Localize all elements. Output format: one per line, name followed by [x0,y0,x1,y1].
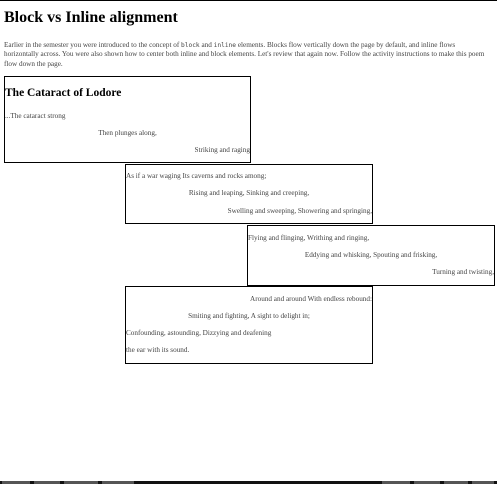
poem-line: Around and around With endless rebound: [250,295,372,303]
poem-stanza-4: Around and around With endless rebound: … [125,286,373,364]
poem-stanza-1: The Cataract of Lodore ...The cataract s… [4,76,251,163]
bottom-bar-segment [382,481,410,484]
page-title: Block vs Inline alignment [4,9,178,26]
poem-line: As if a war waging Its caverns and rocks… [126,172,267,180]
poem-line: Smiting and fighting, A sight to delight… [188,312,310,320]
bottom-bar-segment [2,481,30,484]
poem-stanza-2: As if a war waging Its caverns and rocks… [125,164,373,224]
intro-text-3: elements. Blocks flow vertically down th… [4,41,485,68]
code-inline-term: inline [213,42,237,49]
code-block-term: block [181,42,200,49]
bottom-bar [0,481,497,484]
poem-line: Then plunges along, [98,129,157,137]
poem-line: the ear with its sound. [126,346,190,354]
poem-line: Swelling and sweeping, Showering and spr… [227,207,372,215]
poem-line: ...The cataract strong [5,112,66,120]
poem-line: Flying and flinging, Writhing and ringin… [248,234,370,242]
bottom-bar-segment [102,481,134,484]
poem-title: The Cataract of Lodore [5,87,122,99]
intro-text-2: and [199,41,214,49]
poem-line: Confounding, astounding, Dizzying and de… [126,329,272,337]
bottom-bar-segment [414,481,440,484]
poem-line: Striking and raging [194,146,251,154]
bottom-bar-segment [472,481,494,484]
poem-line: Rising and leaping, Sinking and creeping… [188,189,310,197]
poem-stanza-3: Flying and flinging, Writhing and ringin… [247,225,495,286]
poem-line: Eddying and whisking, Spouting and frisk… [304,251,438,259]
bottom-bar-segment [34,481,60,484]
bottom-bar-segment [444,481,468,484]
intro-text-1: Earlier in the semester you were introdu… [4,41,182,49]
poem-line: Turning and twisting, [432,268,494,276]
bottom-bar-segment [64,481,98,484]
intro-paragraph: Earlier in the semester you were introdu… [4,41,490,69]
